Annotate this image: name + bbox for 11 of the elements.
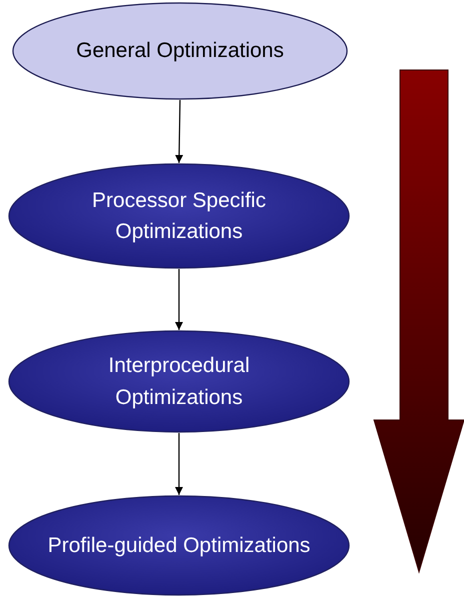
process-ellipse (12, 2, 348, 100)
arrow (175, 433, 183, 495)
node-label: Processor Specific Optimizations (91, 188, 267, 245)
process-ellipse (8, 163, 350, 269)
node-label: Profile-guided Optimizations (48, 532, 310, 559)
node-label: General Optimizations (76, 38, 284, 64)
arrow (175, 269, 183, 330)
process-ellipse (8, 330, 350, 433)
arrow (175, 100, 184, 164)
node-label: Interprocedural Optimizations (107, 353, 251, 410)
process-ellipse (8, 495, 350, 596)
